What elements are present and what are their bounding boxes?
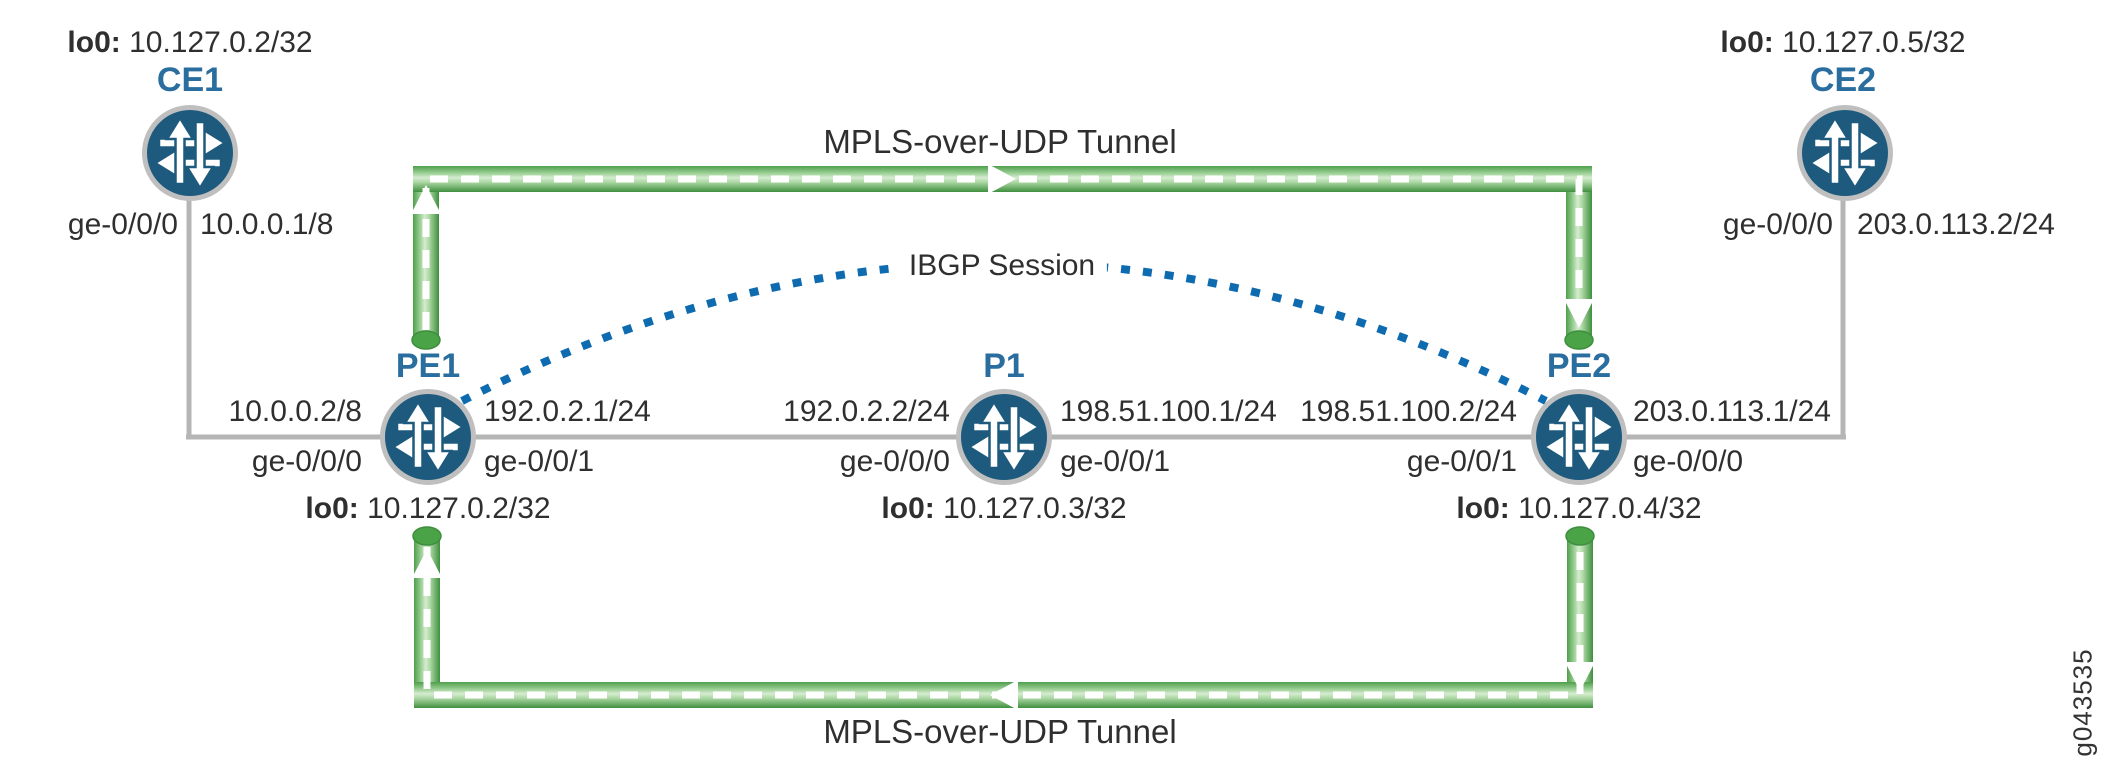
tunnel-top-cap-pe2 [1564, 330, 1594, 350]
pe2-left-ip: 198.51.100.2/24 [1300, 395, 1517, 428]
p1-left-ip: 192.0.2.2/24 [783, 395, 950, 428]
p1-lo0-prefix: lo0: [881, 492, 944, 525]
tunnel-bottom-arrow-up [412, 549, 442, 578]
ce2-interface: ge-0/0/0 [1722, 208, 1833, 241]
p1-loopback: lo0: 10.127.0.3/32 [854, 492, 1154, 526]
tunnel-top-arrow-right [988, 164, 1016, 194]
ibgp-session-label: IBGP Session [896, 246, 1108, 286]
ce2-ip: 203.0.113.2/24 [1857, 208, 2055, 241]
pe2-left-interface: ge-0/0/1 [1406, 445, 1517, 478]
pe2-name: PE2 [1546, 347, 1612, 385]
pe2-right-ip: 203.0.113.1/24 [1633, 395, 1831, 428]
router-icon-ce2 [1795, 103, 1895, 203]
pe1-right-ip: 192.0.2.1/24 [484, 395, 651, 428]
pe1-name: PE1 [395, 347, 461, 385]
tunnel-top-arrow-down [1564, 299, 1594, 328]
pe1-loopback: lo0: 10.127.0.2/32 [278, 492, 578, 526]
tunnel-bottom-dashes [423, 547, 1584, 699]
ce2-name: CE2 [1809, 61, 1877, 99]
ce1-loopback: lo0: 10.127.0.2/32 [0, 26, 380, 60]
ce1-name: CE1 [156, 61, 224, 99]
router-icon-p1 [954, 387, 1054, 487]
router-icon-pe1 [378, 387, 478, 487]
tunnel-bottom [412, 526, 1595, 710]
tunnel-top [411, 164, 1594, 350]
pe1-lo0-value: 10.127.0.2/32 [367, 492, 551, 525]
ce1-lo0-prefix: lo0: [67, 26, 130, 59]
tunnel-bottom-arrow-down [1565, 662, 1595, 691]
tunnel-top-cap-pe1 [411, 330, 441, 350]
pe1-lo0-prefix: lo0: [305, 492, 368, 525]
p1-right-interface: ge-0/0/1 [1060, 445, 1171, 478]
tunnel-bottom-cap-pe2 [1565, 526, 1595, 546]
p1-lo0-value: 10.127.0.3/32 [943, 492, 1127, 525]
ce2-lo0-prefix: lo0: [1720, 26, 1783, 59]
p1-name: P1 [983, 347, 1025, 385]
tunnel-top-label: MPLS-over-UDP Tunnel [823, 123, 1177, 160]
pe2-lo0-prefix: lo0: [1456, 492, 1519, 525]
pe2-right-interface: ge-0/0/0 [1633, 445, 1744, 478]
ce1-ip: 10.0.0.1/8 [200, 208, 334, 241]
tunnel-bottom-arrow-left [990, 680, 1018, 710]
ibgp-session-arc [460, 258, 1548, 405]
pe1-left-ip: 10.0.0.2/8 [228, 395, 362, 428]
ce2-loopback: lo0: 10.127.0.5/32 [1693, 26, 1993, 60]
pe1-left-interface: ge-0/0/0 [251, 445, 362, 478]
p1-right-ip: 198.51.100.1/24 [1060, 395, 1277, 428]
figure-id: g043535 [2067, 648, 2098, 757]
router-icon-pe2 [1529, 387, 1629, 487]
router-icon-ce1 [140, 103, 240, 203]
ce1-interface: ge-0/0/0 [67, 208, 178, 241]
pe1-right-interface: ge-0/0/1 [484, 445, 595, 478]
tunnel-top-arrow-up [411, 185, 441, 214]
tunnel-bottom-label: MPLS-over-UDP Tunnel [823, 713, 1177, 750]
pe2-lo0-value: 10.127.0.4/32 [1518, 492, 1702, 525]
tunnel-bottom-cap-pe1 [412, 526, 442, 546]
ce1-lo0-value: 10.127.0.2/32 [129, 26, 313, 59]
p1-left-interface: ge-0/0/0 [839, 445, 950, 478]
pe2-loopback: lo0: 10.127.0.4/32 [1429, 492, 1729, 526]
ce2-lo0-value: 10.127.0.5/32 [1782, 26, 1966, 59]
